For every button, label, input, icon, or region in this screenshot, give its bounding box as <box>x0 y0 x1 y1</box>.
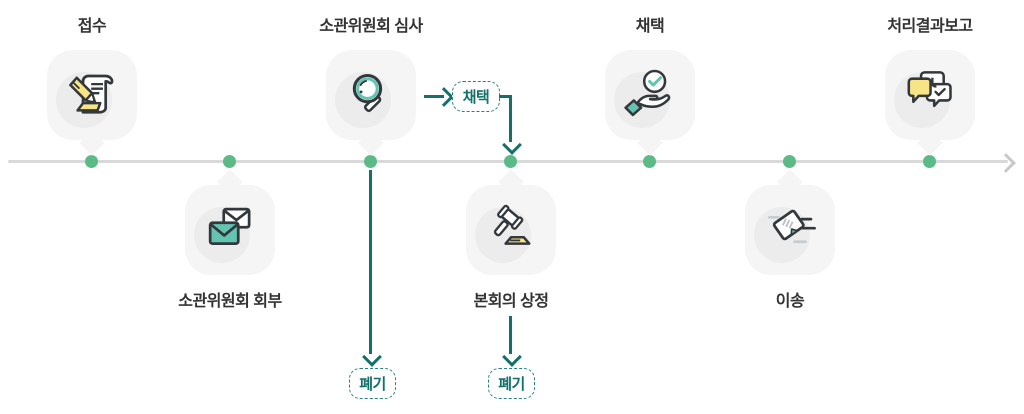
step-label-report: 처리결과보고 <box>887 18 973 35</box>
card-tail <box>79 130 105 156</box>
step-card-reception <box>47 50 137 156</box>
gavel-icon <box>493 204 531 245</box>
card-tail <box>917 130 943 156</box>
step-label-referral: 소관위원회 회부 <box>178 293 282 310</box>
step-label-review: 소관위원회 심사 <box>319 18 423 35</box>
chat-bubbles-icon <box>907 71 952 108</box>
flow-arrowhead-adopt-icon <box>434 87 454 107</box>
timeline-dot-2 <box>223 155 236 168</box>
discard-badge-plenary: 폐기 <box>488 368 535 399</box>
card-tail <box>637 130 663 156</box>
timeline-dot-3 <box>364 155 377 168</box>
step-label-adoption: 채택 <box>635 18 665 35</box>
step-label-transfer: 이송 <box>775 293 805 310</box>
flow-line-elbow-v <box>509 96 512 142</box>
timeline-dot-5 <box>643 155 656 168</box>
send-document-icon <box>767 209 816 244</box>
step-label-plenary: 본회의 상정 <box>473 293 549 310</box>
hand-check-icon <box>624 69 671 117</box>
timeline-dot-6 <box>783 155 796 168</box>
timeline-arrow-icon <box>996 153 1016 173</box>
step-card-referral <box>185 169 275 275</box>
discard-line-plenary <box>509 316 512 354</box>
step-label-reception: 접수 <box>77 18 107 35</box>
flow-line-adopt <box>424 95 444 98</box>
card-tail <box>777 169 803 195</box>
card-tail <box>217 169 243 195</box>
card-tail <box>498 169 524 195</box>
step-card-transfer <box>745 169 835 275</box>
discard-arrowhead-review-icon <box>362 347 382 367</box>
timeline-dot-1 <box>85 155 98 168</box>
pen-document-icon <box>69 74 114 114</box>
card-tail <box>358 130 384 156</box>
discard-line-review <box>369 170 372 354</box>
flow-arrowhead-down-icon <box>502 135 522 155</box>
step-card-plenary <box>466 169 556 275</box>
step-card-report <box>885 50 975 156</box>
magnifier-icon <box>352 73 383 113</box>
adopt-badge: 채택 <box>452 81 500 112</box>
step-card-review <box>326 50 416 156</box>
timeline-dot-7 <box>923 155 936 168</box>
discard-badge-review: 폐기 <box>349 368 396 399</box>
timeline-dot-4 <box>504 155 517 168</box>
flow-line-elbow-h <box>499 95 512 98</box>
discard-arrowhead-plenary-icon <box>502 347 522 367</box>
step-card-adoption <box>605 50 695 156</box>
envelopes-icon <box>208 207 251 245</box>
